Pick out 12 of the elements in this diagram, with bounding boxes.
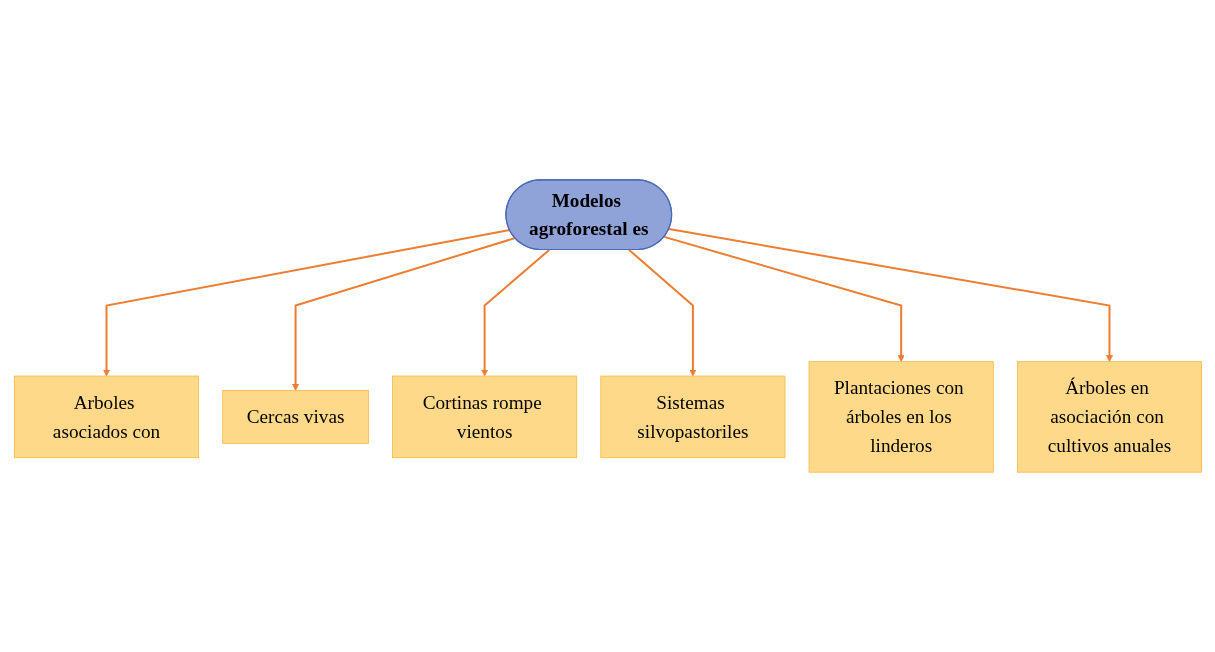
arrow bbox=[667, 228, 1113, 362]
node-box: Cercas vivas bbox=[221, 390, 369, 444]
node-box: Cortinas rompe vientos bbox=[391, 375, 577, 459]
node-box: Árboles en asociación con cultivos anuales bbox=[1016, 361, 1202, 473]
arrow bbox=[662, 235, 905, 362]
node-box: Arboles asociados con bbox=[13, 375, 199, 459]
arrow bbox=[480, 248, 550, 377]
arrow bbox=[102, 229, 511, 377]
node-box: Plantaciones con árboles en los linderos bbox=[808, 361, 994, 473]
node-box: Sistemas silvopastoriles bbox=[599, 375, 785, 459]
arrow bbox=[291, 237, 516, 391]
arrow bbox=[627, 248, 696, 377]
